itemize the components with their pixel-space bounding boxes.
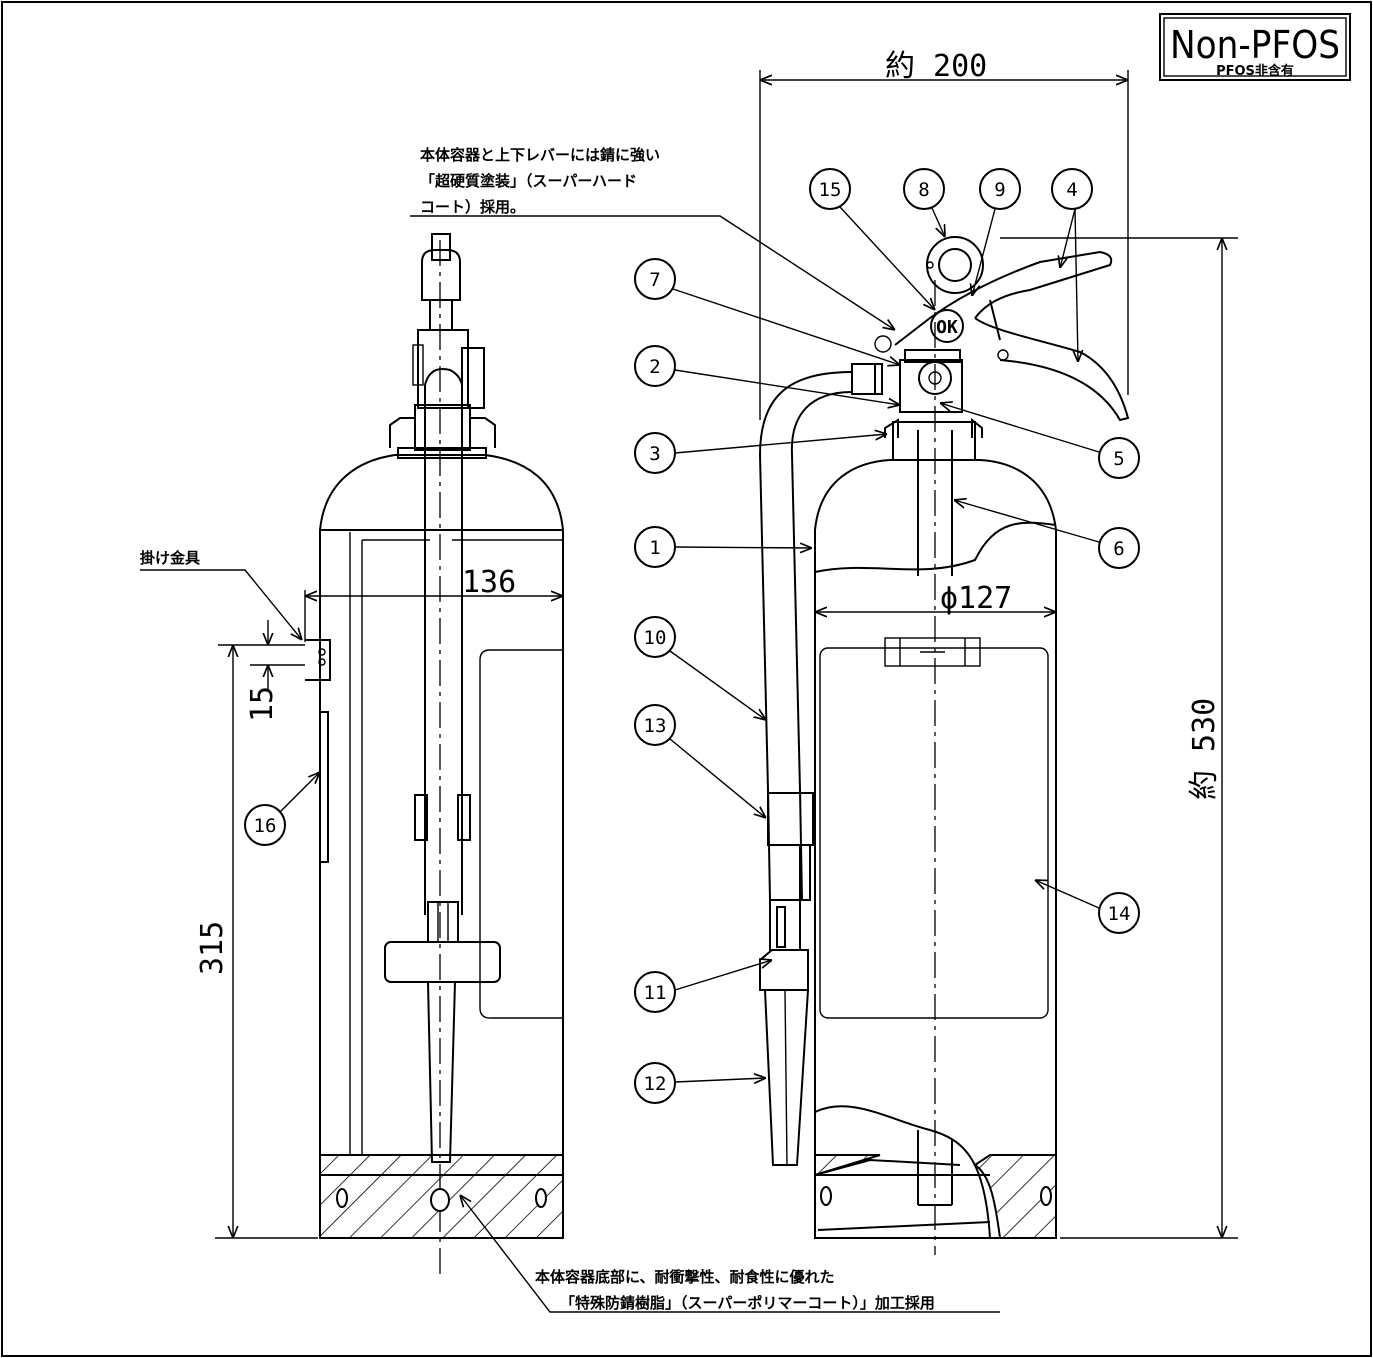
svg-text:15: 15 [819, 179, 842, 201]
front-dimensions: 約 200 ϕ127 約 530 [759, 49, 1238, 1239]
part-balloon-12: 12 [634, 1062, 766, 1104]
ok-mark: OK [936, 317, 958, 338]
overall-width-dimension: 約 200 [885, 49, 987, 84]
svg-text:10: 10 [644, 627, 667, 649]
part-balloon-16: 16 [244, 772, 320, 846]
svg-text:11: 11 [644, 982, 667, 1004]
part-balloon-6: 6 [954, 500, 1140, 569]
hook-position-dimension: 315 [195, 921, 230, 975]
svg-text:7: 7 [649, 269, 660, 291]
front-view: OK [758, 236, 1130, 1255]
svg-text:12: 12 [644, 1073, 667, 1095]
side-dimensions: 136 15 315 掛け金具 [140, 549, 563, 1239]
bottom-note-line-1: 本体容器底部に、耐衝撃性、耐食性に優れた [535, 1268, 835, 1286]
diameter-dimension: ϕ127 [940, 581, 1012, 616]
part-balloon-13: 13 [634, 704, 766, 818]
bottom-note-line-2: 「特殊防錆樹脂」（スーパーポリマーコート）」加工採用 [560, 1294, 935, 1312]
svg-text:2: 2 [649, 356, 660, 378]
svg-text:8: 8 [918, 179, 929, 201]
svg-text:16: 16 [254, 815, 277, 837]
part-balloon-5: 5 [940, 403, 1140, 479]
overall-height-dimension: 約 530 [1187, 698, 1222, 800]
top-note-line-2: 「超硬質塗装」（スーパーハード [420, 172, 637, 190]
hook-label: 掛け金具 [140, 549, 200, 567]
svg-text:5: 5 [1113, 448, 1124, 470]
part-balloon-15: 15 [809, 168, 935, 310]
part-balloon-7: 7 [634, 258, 900, 365]
part-balloons: 1 2 3 4 5 6 7 8 9 10 11 12 13 14 15 16 [244, 168, 1140, 1104]
part-balloon-2: 2 [634, 345, 900, 405]
svg-text:13: 13 [644, 715, 667, 737]
body-width-dimension: 136 [462, 565, 516, 600]
part-balloon-11: 11 [634, 960, 772, 1013]
non-pfos-badge: Non-PFOS PFOS非含有 [1159, 13, 1351, 81]
top-note-line-1: 本体容器と上下レバーには錆に強い [420, 146, 660, 164]
part-balloon-4: 4 [1051, 168, 1093, 362]
part-balloon-1: 1 [634, 526, 812, 568]
side-view [305, 233, 564, 1280]
ok-mark-circle [930, 309, 964, 343]
part-balloon-14: 14 [1035, 880, 1140, 934]
svg-text:14: 14 [1108, 903, 1131, 925]
svg-text:6: 6 [1113, 538, 1124, 560]
top-note: 本体容器と上下レバーには錆に強い 「超硬質塗装」（スーパーハード コート）採用。 [410, 146, 895, 330]
badge-main: Non-PFOS [1170, 23, 1340, 67]
svg-text:9: 9 [994, 179, 1005, 201]
hook-height-dimension: 15 [245, 686, 280, 722]
part-balloon-10: 10 [634, 616, 766, 720]
svg-text:1: 1 [649, 537, 660, 559]
svg-text:3: 3 [649, 443, 660, 465]
badge-sub: PFOS非含有 [1216, 63, 1294, 79]
part-balloon-8: 8 [903, 168, 945, 237]
part-balloon-9: 9 [972, 168, 1021, 296]
part-balloon-3: 3 [634, 433, 887, 474]
svg-text:4: 4 [1066, 179, 1077, 201]
top-note-line-3: コート）採用。 [420, 198, 525, 216]
